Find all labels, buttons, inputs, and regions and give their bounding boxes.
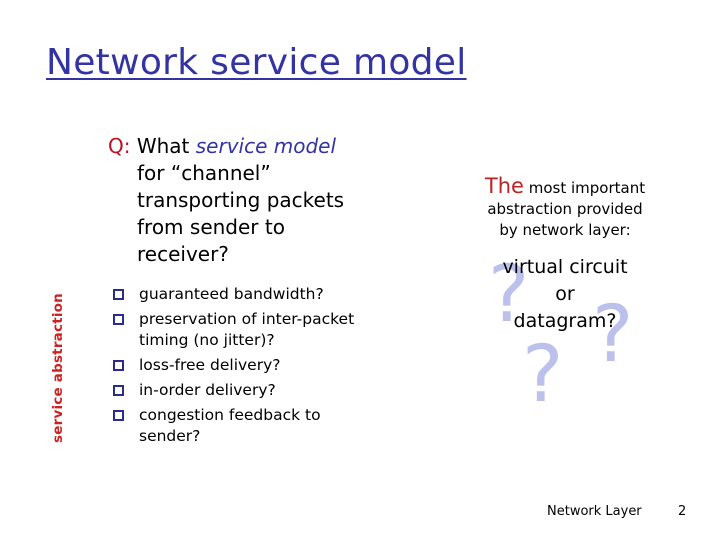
list-item-line: in-order delivery? — [139, 381, 276, 399]
list-item: guaranteed bandwidth? — [110, 284, 430, 305]
list-item-line: guaranteed bandwidth? — [139, 285, 324, 303]
question-lead: What — [136, 134, 190, 158]
bullet-square-icon — [113, 410, 124, 421]
caption-line: by network layer: — [499, 221, 631, 239]
list-item: loss-free delivery? — [110, 355, 430, 376]
question-block: Q: What service model for “channel” tran… — [108, 133, 408, 268]
question-marker: Q: — [108, 134, 131, 158]
question-mark-decoration-icon: ? — [592, 290, 634, 380]
bullet-square-icon — [113, 314, 124, 325]
question-line: for “channel” — [137, 161, 271, 185]
question-line: receiver? — [137, 242, 229, 266]
bullet-square-icon — [113, 385, 124, 396]
abstraction-caption: The most important abstraction provided … — [440, 176, 690, 241]
list-item: congestion feedback to sender? — [110, 405, 430, 447]
vertical-axis-label: service abstraction — [50, 293, 66, 443]
list-item-line: preservation of inter-packet — [139, 310, 355, 328]
caption-line: abstraction provided — [487, 200, 643, 218]
answer-text: virtual circuit or datagram? — [440, 254, 690, 335]
footer-page-number: 2 — [678, 504, 687, 519]
question-line: transporting packets — [137, 188, 345, 212]
right-column: The most important abstraction provided … — [440, 176, 690, 415]
list-item: in-order delivery? — [110, 380, 430, 401]
page-title: Network service model — [46, 42, 467, 83]
question-line: from sender to — [137, 215, 285, 239]
list-item-line: congestion feedback to — [139, 406, 321, 424]
list-item-line: sender? — [139, 427, 201, 445]
slide-footer: Network Layer 2 — [0, 504, 720, 528]
question-mark-decoration-icon: ? — [488, 250, 530, 340]
answer-line: datagram? — [513, 310, 617, 332]
caption-first-line-rest: most important — [528, 179, 646, 197]
question-first-line: Q: What service model — [108, 133, 408, 160]
answer-area: ? ? ? virtual circuit or datagram? — [440, 250, 690, 414]
caption-highlight-word: The — [484, 174, 524, 198]
question-emphasis: service model — [195, 134, 337, 158]
answer-line: or — [555, 283, 575, 305]
list-item: preservation of inter-packet timing (no … — [110, 309, 430, 351]
list-item-line: loss-free delivery? — [139, 356, 281, 374]
bullet-square-icon — [113, 360, 124, 371]
footer-chapter-label: Network Layer — [547, 504, 642, 519]
service-requirements-list: guaranteed bandwidth? preservation of in… — [110, 284, 430, 451]
bullet-square-icon — [113, 289, 124, 300]
list-item-line: timing (no jitter)? — [139, 331, 275, 349]
question-mark-decoration-icon: ? — [522, 330, 564, 420]
answer-line: virtual circuit — [502, 256, 628, 278]
caption-first-line: The most important — [440, 176, 690, 199]
